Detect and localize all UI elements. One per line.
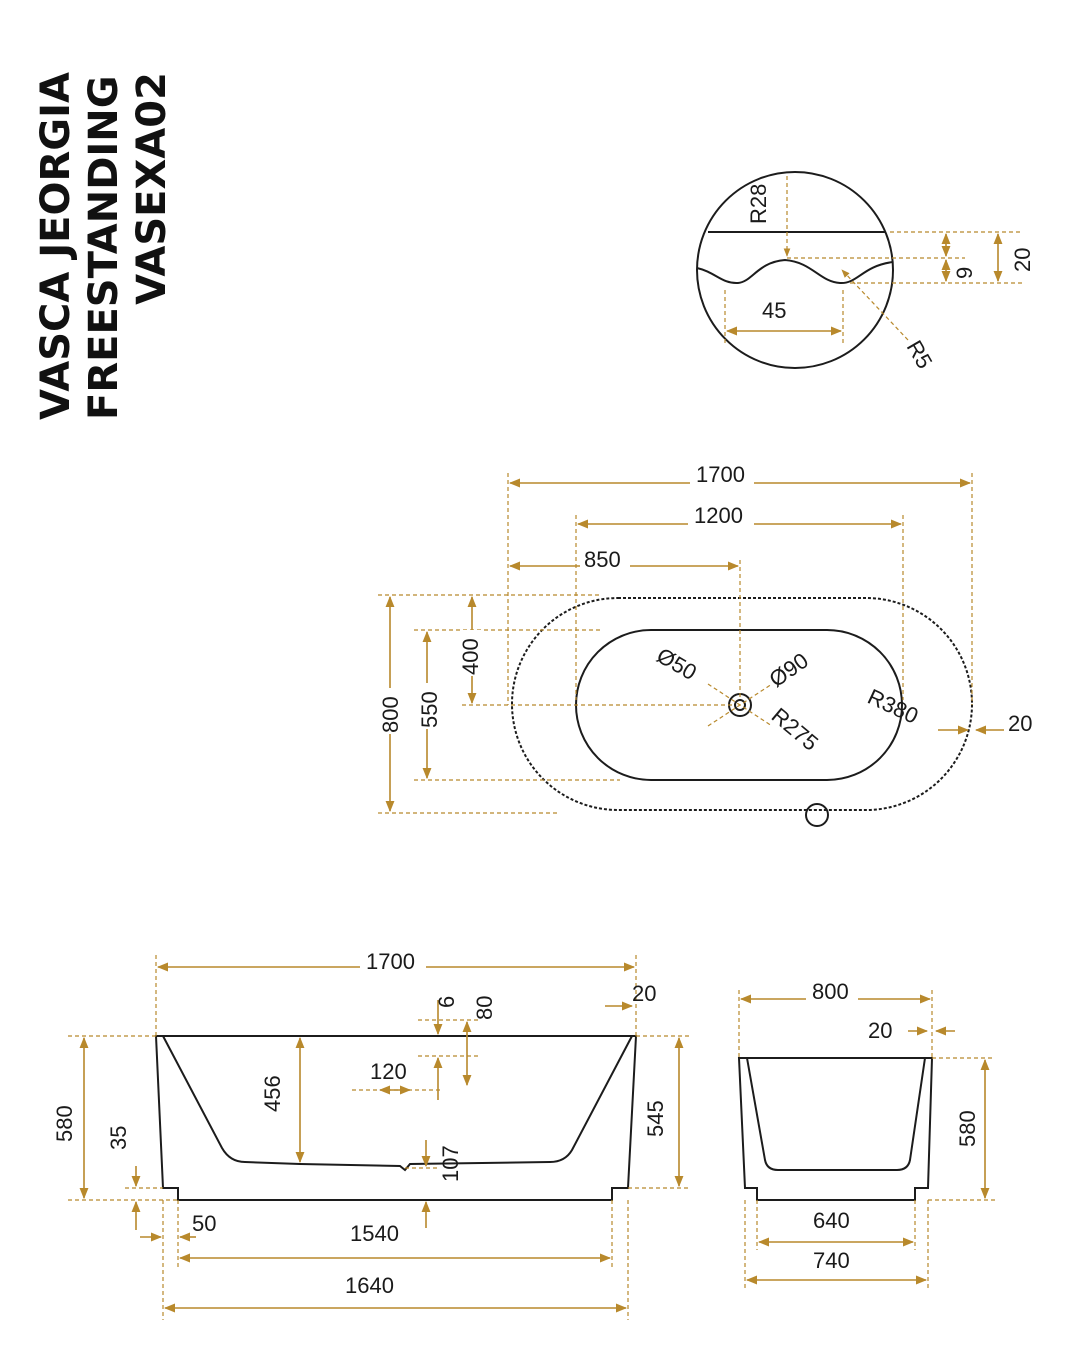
- label-r28: R28: [746, 184, 771, 224]
- label-1700-front: 1700: [366, 949, 415, 974]
- overflow-circle: [805, 803, 829, 827]
- label-20-side: 20: [868, 1018, 892, 1043]
- label-45: 45: [762, 298, 786, 323]
- label-640: 640: [813, 1208, 850, 1233]
- side-body-outline: [737, 1057, 934, 1201]
- label-50: 50: [192, 1211, 216, 1236]
- label-580-front: 580: [52, 1105, 77, 1142]
- label-800-top: 800: [378, 696, 403, 733]
- label-d90: Ø90: [765, 648, 813, 692]
- label-740: 740: [813, 1248, 850, 1273]
- label-1640: 1640: [345, 1273, 394, 1298]
- label-r380: R380: [864, 684, 922, 729]
- front-inner-basin: [162, 1035, 633, 1172]
- label-400: 400: [458, 638, 483, 675]
- label-1540: 1540: [350, 1221, 399, 1246]
- label-r275: R275: [767, 703, 823, 756]
- label-107: 107: [438, 1145, 463, 1182]
- label-rim-20: 20: [1008, 711, 1032, 736]
- tub-outer-rim: [511, 597, 973, 811]
- label-1700-top: 1700: [696, 462, 745, 487]
- label-r5: R5: [902, 336, 938, 373]
- label-80: 80: [472, 996, 497, 1020]
- r5-leader: [841, 269, 909, 341]
- side-inner-basin: [746, 1057, 926, 1171]
- label-20-front: 20: [632, 981, 656, 1006]
- label-20: 20: [1010, 248, 1035, 272]
- label-d50: Ø50: [653, 643, 702, 685]
- label-120: 120: [370, 1059, 407, 1084]
- label-9: 9: [952, 267, 977, 279]
- top-view: 1700 1200 850 800 550 400 Ø50 Ø90 R275 R…: [378, 462, 1032, 827]
- drain-inner-circle: [734, 699, 746, 711]
- detail-circle: [696, 171, 894, 369]
- label-6: 6: [434, 996, 459, 1008]
- label-550: 550: [417, 691, 442, 728]
- profile-detail: R28 45 9 20 R5: [696, 171, 1035, 373]
- detail-wave-profile: [696, 258, 894, 285]
- label-1200: 1200: [694, 503, 743, 528]
- label-800-side: 800: [812, 979, 849, 1004]
- label-850: 850: [584, 547, 621, 572]
- front-view: 1700 580 35 456 545 6 80 120 107 20 50 1…: [52, 949, 690, 1320]
- side-view: 800 20 580 640 740: [737, 979, 995, 1290]
- label-545: 545: [643, 1100, 668, 1137]
- label-456: 456: [260, 1075, 285, 1112]
- label-35: 35: [106, 1126, 131, 1150]
- label-580-side: 580: [955, 1110, 980, 1147]
